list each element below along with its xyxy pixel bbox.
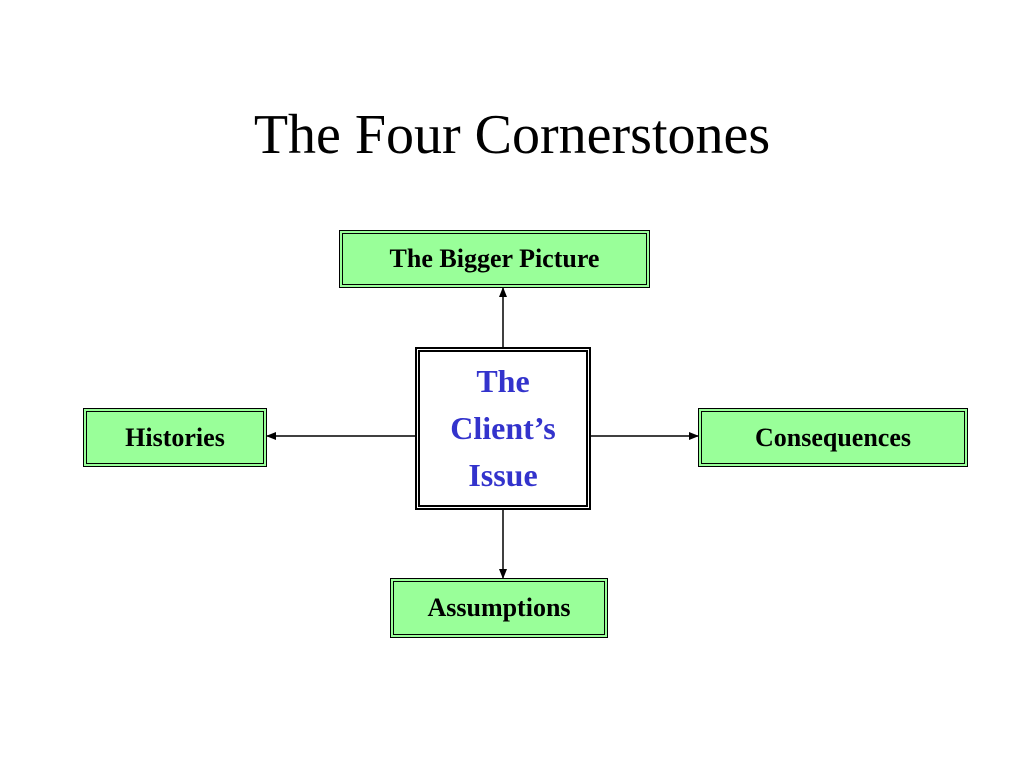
histories-box: Histories (83, 408, 267, 467)
assumptions-box: Assumptions (390, 578, 608, 638)
bigger-picture-label: The Bigger Picture (389, 244, 600, 273)
histories-label: Histories (125, 422, 225, 452)
consequences-label: Consequences (754, 422, 911, 452)
slide-title: The Four Cornerstones (253, 104, 771, 166)
client-issue-line-2: Client’s (450, 410, 556, 446)
client-issue-line-1: The (476, 363, 530, 399)
client-issue-box: The Client’s Issue (415, 347, 591, 510)
client-issue-line-3: Issue (468, 457, 538, 493)
assumptions-label: Assumptions (427, 593, 571, 622)
consequences-box: Consequences (698, 408, 968, 467)
bigger-picture-box: The Bigger Picture (339, 230, 650, 288)
